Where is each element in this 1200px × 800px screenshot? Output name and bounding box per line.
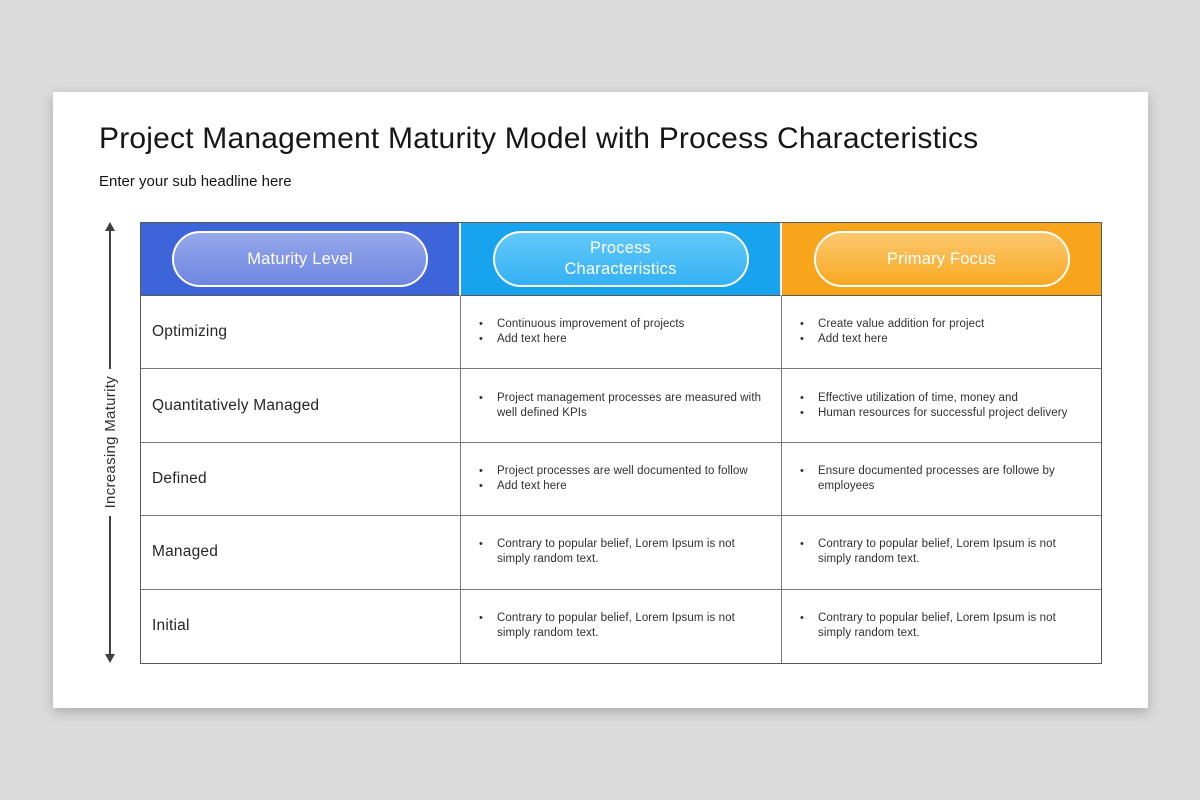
bullet-text: Contrary to popular belief, Lorem Ipsum … [497,538,735,566]
bullet-icon: • [800,465,804,478]
axis-line-top [109,231,111,370]
cell-process: • Project management processes are measur… [461,369,782,443]
bullet-icon: • [479,538,483,551]
bullet-item: • Effective utilization of time, money an… [796,391,1089,406]
cell-maturity-level: Defined [141,442,461,517]
bullet-text: Add text here [497,333,567,346]
cell-focus: • Contrary to popular belief, Lorem Ipsum… [782,590,1101,663]
bullet-list: • Contrary to popular belief, Lorem Ipsum… [796,537,1089,567]
axis-line-bottom [109,515,111,655]
bullet-text: Project management processes are measure… [497,391,762,419]
bullet-text: Project processes are well documented to… [497,465,748,478]
header-cell-maturity-level: Maturity Level [141,223,461,296]
bullet-list: • Contrary to popular belief, Lorem Ipsum… [475,537,769,567]
bullet-item: • Contrary to popular belief, Lorem Ipsum… [796,611,1089,641]
cell-process: • Project processes are well documented t… [461,442,782,517]
bullet-list: • Ensure documented processes are followe… [796,464,1089,494]
bullet-list: • Project management processes are measur… [475,391,769,421]
maturity-level-label: Initial [152,617,190,635]
bullet-text: Add text here [497,479,567,492]
bullet-text: Contrary to popular belief, Lorem Ipsum … [818,538,1056,566]
maturity-level-label: Defined [152,469,207,487]
cell-focus: • Contrary to popular belief, Lorem Ipsum… [782,516,1101,590]
cell-maturity-level: Initial [141,589,461,663]
arrow-down-icon [105,654,115,664]
increasing-maturity-axis: Increasing Maturity [100,222,120,664]
bullet-icon: • [479,612,483,625]
bullet-icon: • [800,612,804,625]
header-pill-primary-focus: Primary Focus [813,231,1070,287]
cell-focus: • Effective utilization of time, money an… [782,369,1101,443]
cell-focus: • Ensure documented processes are followe… [782,443,1101,517]
bullet-item: • Add text here [475,479,769,494]
bullet-item: • Create value addition for project [796,317,1089,332]
bullet-item: • Contrary to popular belief, Lorem Ipsum… [475,611,769,641]
arrow-up-icon [105,222,115,231]
bullet-list: • Effective utilization of time, money an… [796,391,1089,421]
bullet-item: • Contrary to popular belief, Lorem Ipsum… [796,537,1089,567]
bullet-text: Ensure documented processes are followe … [818,465,1055,492]
bullet-icon: • [800,333,804,346]
page-subtitle: Enter your sub headline here [99,173,292,190]
header-cell-primary-focus: Primary Focus [782,223,1101,296]
bullet-list: • Create value addition for project • Add t… [796,317,1089,347]
maturity-level-label: Managed [152,543,219,561]
bullet-text: Contrary to popular belief, Lorem Ipsum … [497,612,735,640]
cell-maturity-level: Quantitatively Managed [141,369,461,443]
slide-canvas: Project Management Maturity Model with P… [53,92,1148,708]
header-label: Primary Focus [887,249,996,268]
bullet-list: • Continuous improvement of projects • Add … [475,317,769,347]
bullet-item: • Add text here [475,332,769,347]
bullet-icon: • [479,391,483,404]
bullet-item: • Continuous improvement of projects [475,317,769,332]
bullet-item: • Contrary to popular belief, Lorem Ipsum… [475,537,769,567]
cell-process: • Contrary to popular belief, Lorem Ipsum… [461,516,782,590]
bullet-list: • Project processes are well documented t… [475,464,769,494]
header-cell-process-characteristics: Process Characteristics [461,223,782,296]
bullet-list: • Contrary to popular belief, Lorem Ipsum… [796,611,1089,641]
cell-maturity-level: Managed [141,516,461,590]
header-pill-maturity-level: Maturity Level [172,231,428,287]
bullet-icon: • [800,406,804,419]
header-pill-process-characteristics: Process Characteristics [492,231,749,287]
bullet-icon: • [479,465,483,478]
bullet-item: • Ensure documented processes are followe… [796,464,1089,494]
axis-label: Increasing Maturity [101,376,119,509]
cell-focus: • Create value addition for project • Add t… [782,296,1101,370]
cell-maturity-level: Optimizing [141,296,461,370]
bullet-text: Contrary to popular belief, Lorem Ipsum … [818,612,1056,640]
bullet-item: • Add text here [796,332,1089,347]
bullet-item: • Project processes are well documented t… [475,464,769,479]
cell-process: • Continuous improvement of projects • Add … [461,296,782,370]
bullet-item: • Project management processes are measur… [475,391,769,421]
bullet-icon: • [800,538,804,551]
bullet-text: Continuous improvement of projects [497,318,685,331]
bullet-icon: • [479,333,483,346]
maturity-table: Maturity Level Process Characteristics P… [140,222,1102,664]
cell-process: • Contrary to popular belief, Lorem Ipsum… [461,589,782,663]
bullet-item: • Human resources for successful project … [796,406,1089,421]
bullet-text: Add text here [818,333,888,346]
bullet-icon: • [479,318,483,331]
bullet-icon: • [479,479,483,492]
bullet-list: • Contrary to popular belief, Lorem Ipsum… [475,611,769,641]
bullet-icon: • [800,391,804,404]
bullet-text: Human resources for successful project d… [818,406,1068,419]
header-label: Process Characteristics [564,239,677,278]
bullet-text: Create value addition for project [818,318,985,331]
maturity-level-label: Quantitatively Managed [152,396,320,414]
bullet-text: Effective utilization of time, money and [818,391,1019,404]
bullet-icon: • [800,318,804,331]
header-label: Maturity Level [247,249,353,268]
maturity-level-label: Optimizing [152,323,228,341]
page-title: Project Management Maturity Model with P… [99,122,979,155]
